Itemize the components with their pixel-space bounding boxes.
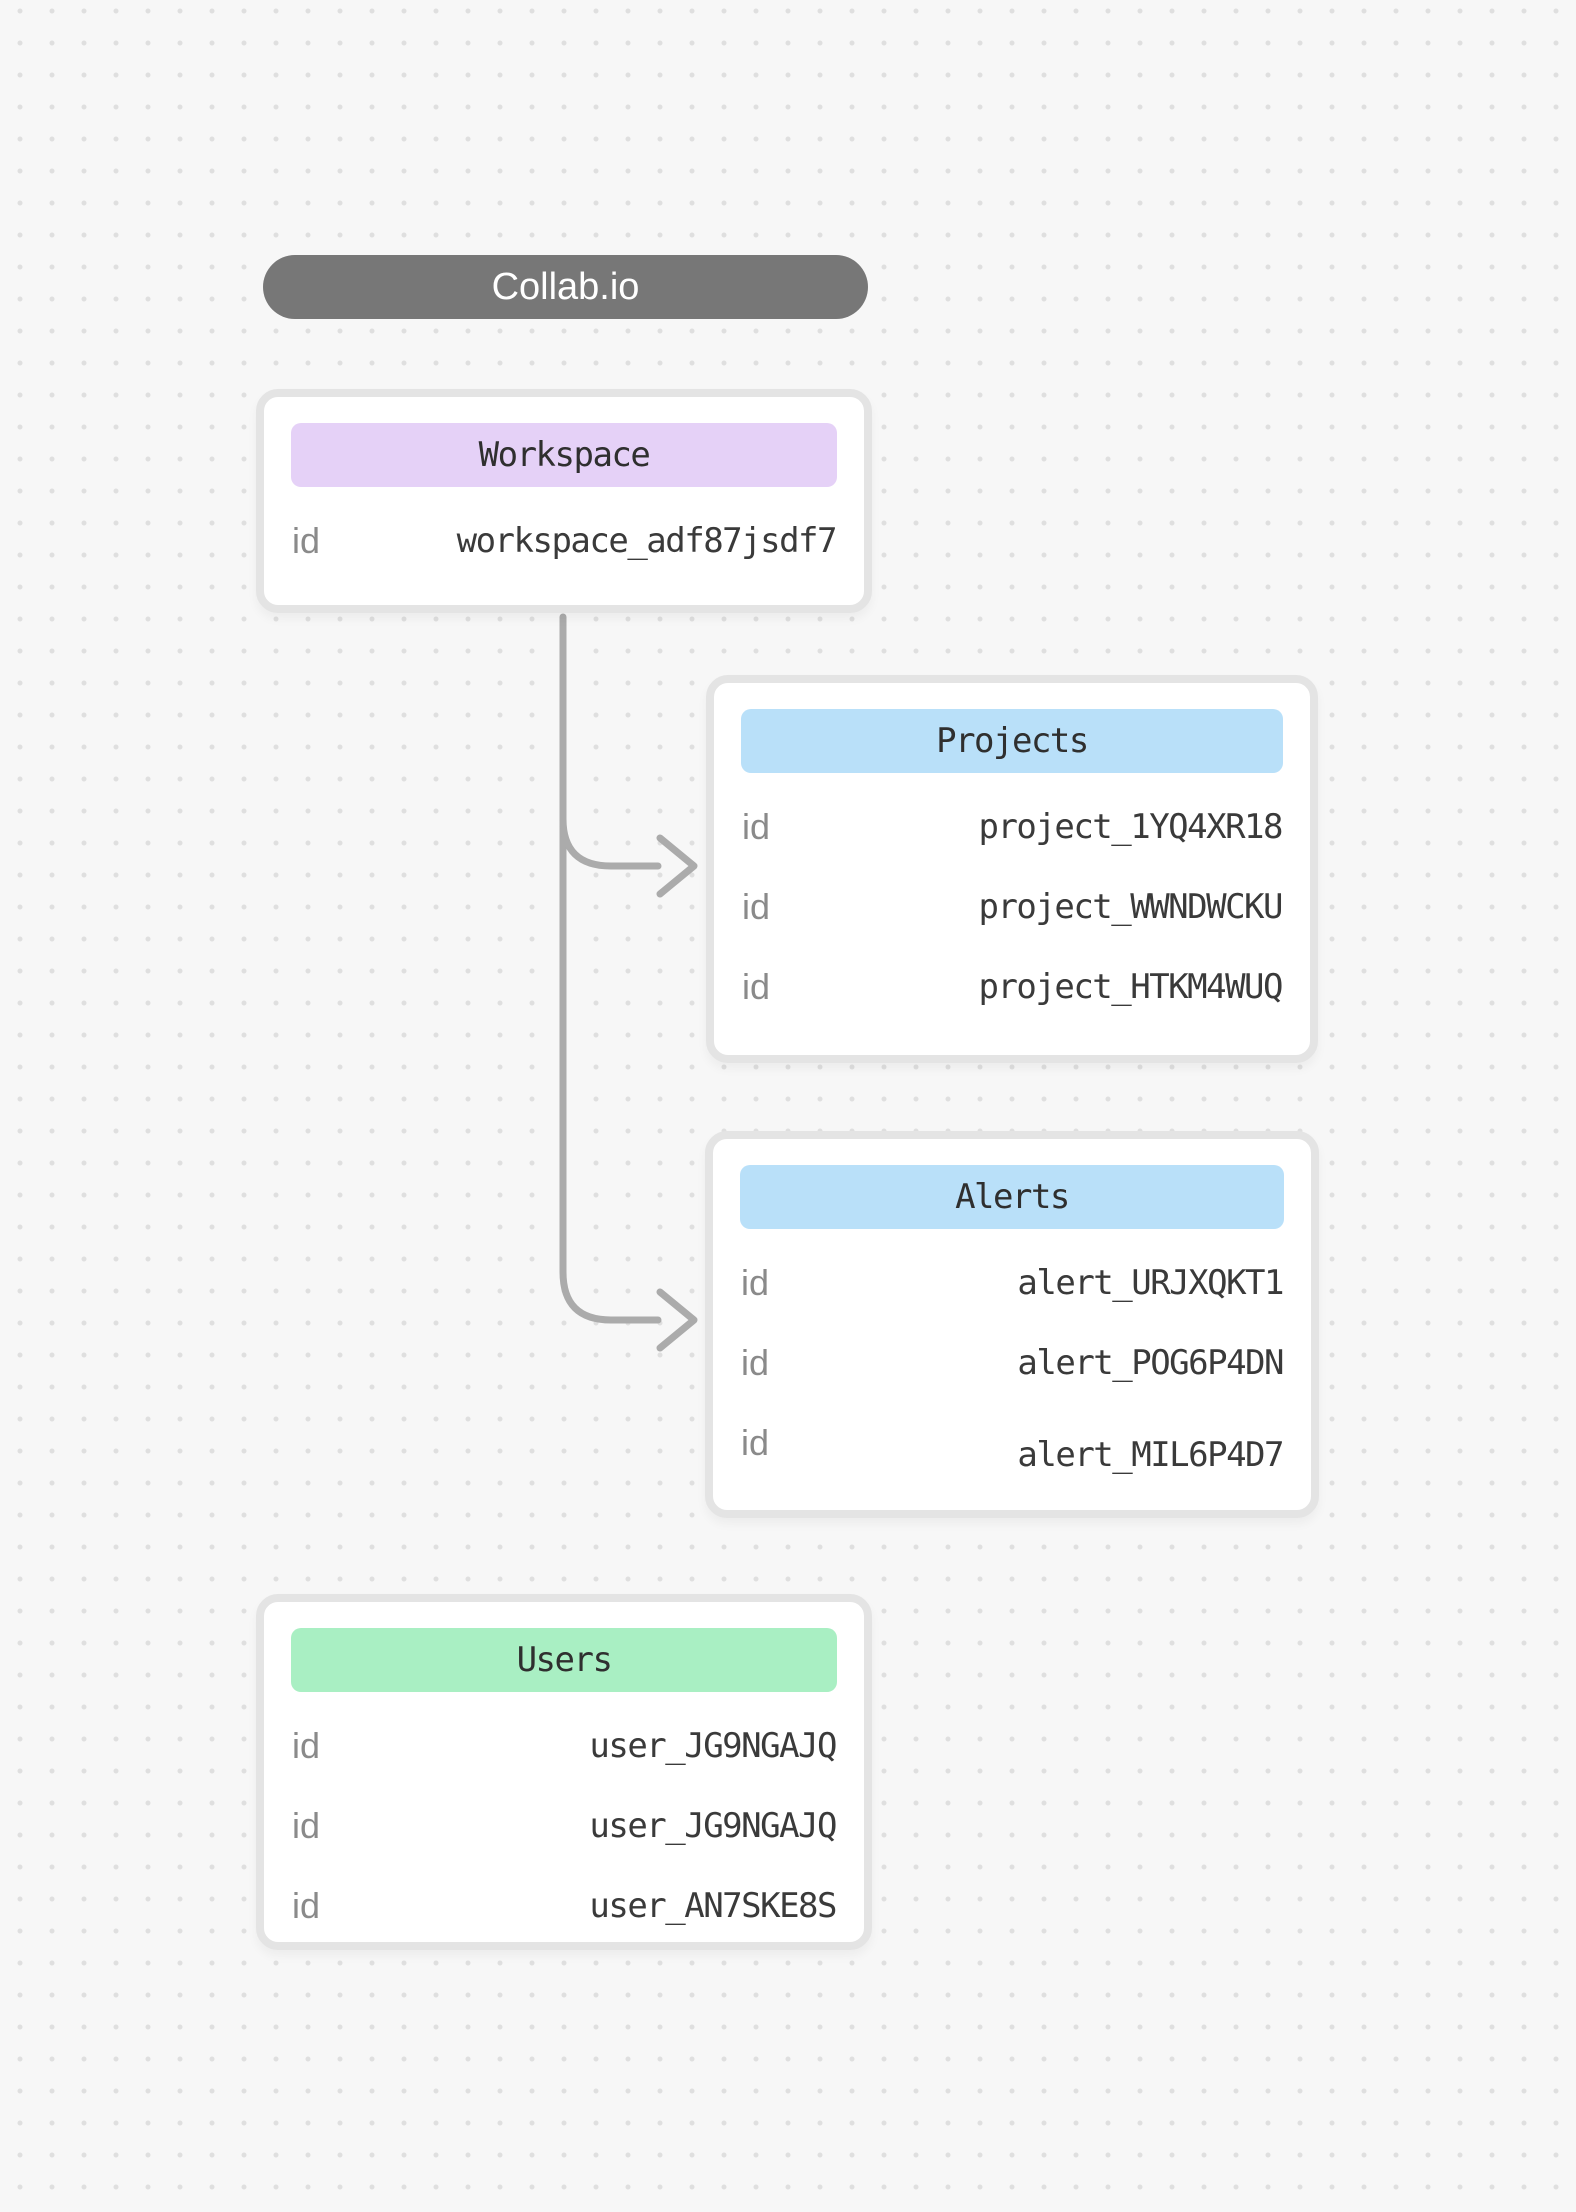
card-header-alerts: Alerts bbox=[740, 1165, 1284, 1229]
field-value: alert_URJXQKT1 bbox=[1017, 1263, 1284, 1303]
entity-card-users[interactable]: Users id user_JG9NGAJQ id user_JG9NGAJQ … bbox=[256, 1594, 872, 1950]
field-value: workspace_adf87jsdf7 bbox=[456, 521, 838, 561]
card-header-workspace: Workspace bbox=[291, 423, 837, 487]
card-rows: id project_1YQ4XR18 id project_WWNDWCKU … bbox=[714, 787, 1310, 1027]
card-rows: id user_JG9NGAJQ id user_JG9NGAJQ id use… bbox=[264, 1706, 864, 1946]
arrowhead-icon bbox=[656, 1288, 698, 1352]
card-title: Users bbox=[516, 1640, 613, 1680]
card-header-projects: Projects bbox=[741, 709, 1283, 773]
brand-pill[interactable]: Collab.io bbox=[263, 255, 868, 319]
table-row: id project_1YQ4XR18 bbox=[714, 787, 1310, 867]
table-row: id project_WWNDWCKU bbox=[714, 867, 1310, 947]
entity-card-workspace[interactable]: Workspace id workspace_adf87jsdf7 bbox=[256, 389, 872, 613]
field-label: id bbox=[742, 806, 771, 847]
card-title: Workspace bbox=[478, 435, 651, 475]
entity-card-alerts[interactable]: Alerts id alert_URJXQKT1 id alert_POG6P4… bbox=[705, 1131, 1319, 1518]
field-label: id bbox=[292, 1885, 321, 1926]
card-title: Projects bbox=[936, 721, 1089, 761]
table-row: id alert_POG6P4DN bbox=[713, 1323, 1311, 1403]
card-header-users: Users bbox=[291, 1628, 837, 1692]
field-value: project_1YQ4XR18 bbox=[978, 807, 1283, 847]
table-row: id project_HTKM4WUQ bbox=[714, 947, 1310, 1027]
connector-workspace-projects bbox=[559, 815, 662, 870]
table-row: id alert_URJXQKT1 bbox=[713, 1243, 1311, 1323]
field-label: id bbox=[292, 520, 321, 561]
field-value: alert_POG6P4DN bbox=[1017, 1343, 1284, 1383]
field-label: id bbox=[742, 966, 771, 1007]
field-value: project_HTKM4WUQ bbox=[978, 967, 1283, 1007]
field-value: alert_MIL6P4D7 bbox=[1017, 1435, 1284, 1475]
table-row: id user_AN7SKE8S bbox=[264, 1866, 864, 1946]
table-row: id user_JG9NGAJQ bbox=[264, 1786, 864, 1866]
field-label: id bbox=[741, 1422, 770, 1463]
field-value: project_WWNDWCKU bbox=[978, 887, 1283, 927]
field-label: id bbox=[742, 886, 771, 927]
table-row: id user_JG9NGAJQ bbox=[264, 1706, 864, 1786]
field-value: user_JG9NGAJQ bbox=[589, 1806, 837, 1846]
field-label: id bbox=[292, 1805, 321, 1846]
field-value: user_AN7SKE8S bbox=[589, 1886, 837, 1926]
card-title: Alerts bbox=[955, 1177, 1070, 1217]
field-label: id bbox=[292, 1725, 321, 1766]
connector-workspace-trunk bbox=[559, 613, 662, 1324]
card-rows: id workspace_adf87jsdf7 bbox=[264, 501, 864, 581]
entity-card-projects[interactable]: Projects id project_1YQ4XR18 id project_… bbox=[706, 675, 1318, 1063]
field-value: user_JG9NGAJQ bbox=[589, 1726, 837, 1766]
field-label: id bbox=[741, 1262, 770, 1303]
field-label: id bbox=[741, 1342, 770, 1383]
brand-label: Collab.io bbox=[491, 265, 640, 308]
arrowhead-icon bbox=[656, 834, 698, 898]
table-row: id workspace_adf87jsdf7 bbox=[264, 501, 864, 581]
table-row: id alert_MIL6P4D7 bbox=[713, 1403, 1311, 1483]
card-rows: id alert_URJXQKT1 id alert_POG6P4DN id a… bbox=[713, 1243, 1311, 1483]
